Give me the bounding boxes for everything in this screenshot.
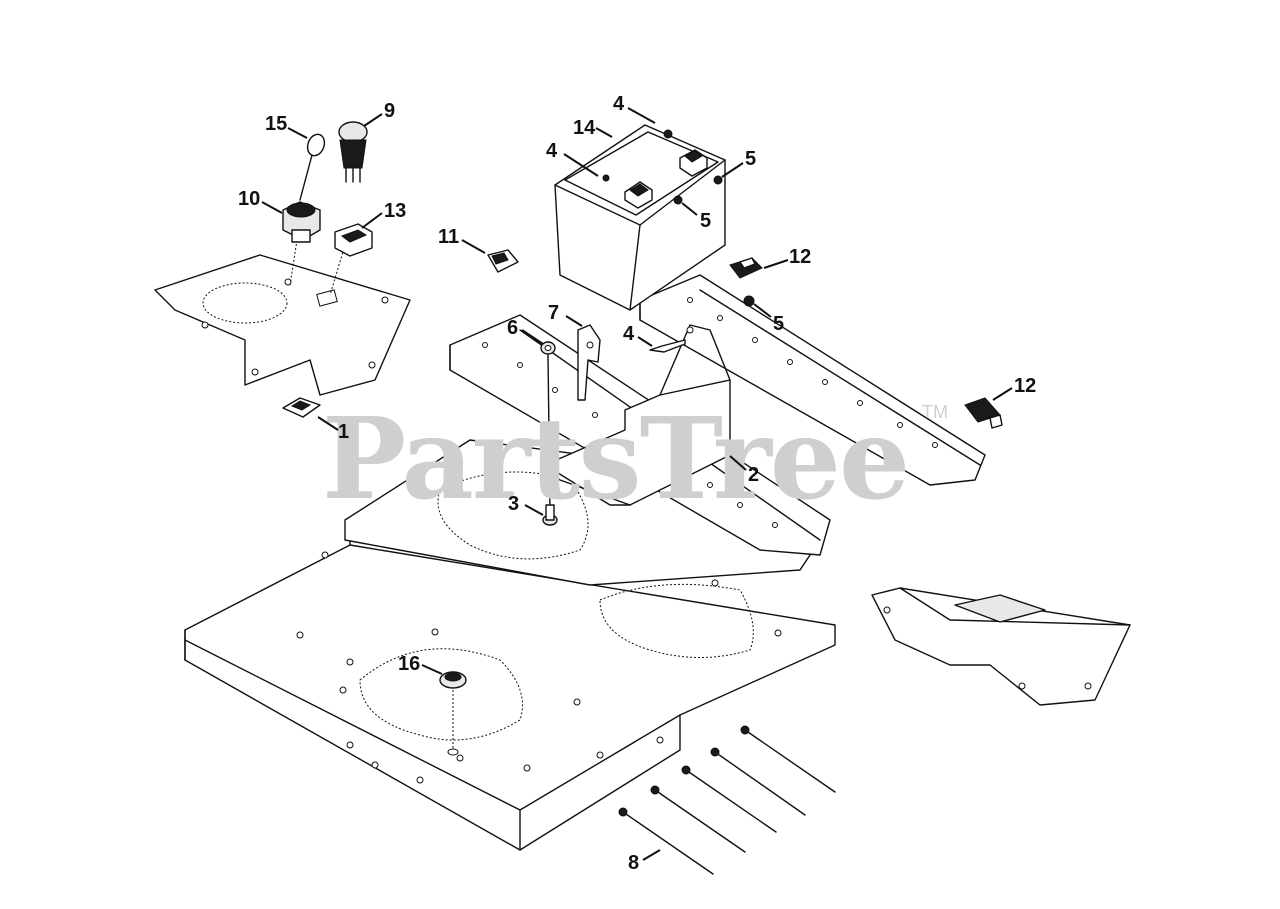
callout-5-lower: 5 bbox=[773, 313, 784, 335]
callout-11: 11 bbox=[438, 226, 459, 248]
callout-6: 6 bbox=[507, 317, 518, 339]
nut-5-lower bbox=[743, 295, 755, 307]
nut-part-6 bbox=[540, 341, 556, 355]
battery-tray bbox=[544, 324, 731, 506]
battery bbox=[554, 124, 726, 311]
callout-14: 14 bbox=[573, 117, 596, 139]
relay bbox=[487, 249, 519, 273]
callout-labels: 15 9 10 13 1 11 4 14 4 5 5 12 5 7 6 4 12… bbox=[238, 93, 1036, 874]
callout-15: 15 bbox=[265, 113, 287, 135]
callout-8: 8 bbox=[628, 852, 639, 874]
switch-12-right bbox=[964, 397, 1003, 429]
callout-12-right: 12 bbox=[1014, 375, 1036, 397]
bolt-part-3 bbox=[542, 504, 558, 526]
callout-5-center: 5 bbox=[700, 210, 711, 232]
ignition-switch bbox=[282, 201, 321, 243]
switch-12-upper bbox=[729, 257, 763, 279]
watermark-trademark: TM bbox=[922, 402, 948, 422]
rocker-switch bbox=[334, 223, 373, 257]
floor-pan-holes bbox=[296, 551, 782, 784]
callout-4-tray: 4 bbox=[623, 323, 635, 345]
cable-ties bbox=[618, 725, 836, 875]
bezel bbox=[282, 397, 321, 418]
callout-5-right: 5 bbox=[745, 148, 756, 170]
callout-9: 9 bbox=[384, 100, 395, 122]
rear-bracket bbox=[871, 587, 1131, 706]
bolt-4-tray bbox=[649, 339, 686, 353]
callout-12-upper: 12 bbox=[789, 246, 811, 268]
grommet bbox=[439, 671, 467, 756]
frame-rail-rear-holes bbox=[687, 297, 938, 448]
callout-4-battery-top: 4 bbox=[613, 93, 625, 115]
dash-panel bbox=[154, 239, 411, 396]
callout-7: 7 bbox=[548, 302, 559, 324]
callout-13: 13 bbox=[384, 200, 406, 222]
callout-16: 16 bbox=[398, 653, 420, 675]
pto-knob bbox=[338, 121, 368, 183]
ignition-key bbox=[299, 133, 326, 201]
callout-1: 1 bbox=[338, 421, 349, 443]
callout-10: 10 bbox=[238, 188, 260, 210]
frame-rail-rear bbox=[639, 274, 986, 486]
callout-3: 3 bbox=[508, 493, 519, 515]
callout-leaders bbox=[261, 107, 1013, 861]
watermark-text: PartsTree bbox=[322, 394, 908, 525]
floor-pan bbox=[184, 529, 836, 851]
callout-4-battery-left: 4 bbox=[546, 140, 558, 162]
hold-down-rod bbox=[547, 324, 601, 516]
callout-2: 2 bbox=[748, 464, 759, 486]
